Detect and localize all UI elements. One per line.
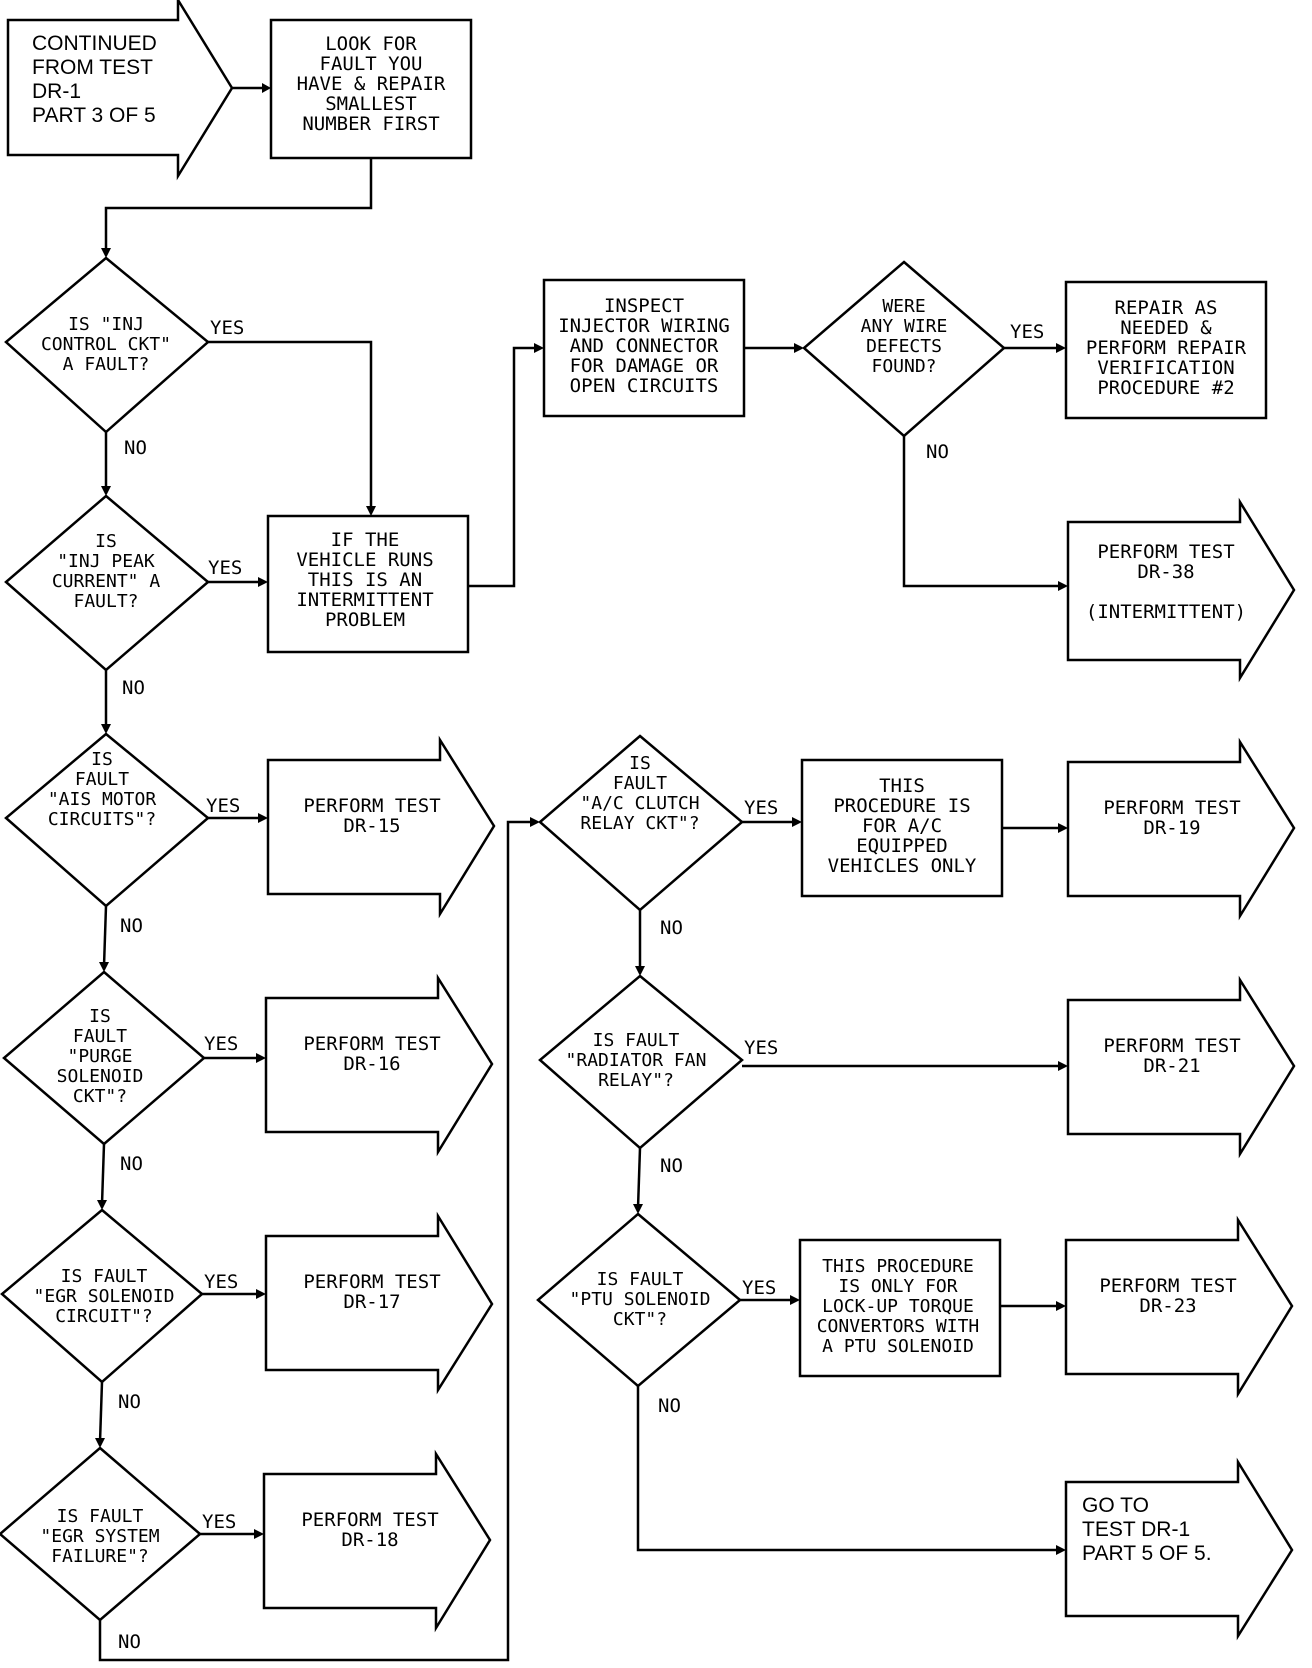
outcome-dr21 [1066, 975, 1296, 1159]
outcome-dr38 [1066, 497, 1296, 683]
no-label: NO [660, 917, 683, 939]
yes-label: YES [208, 557, 242, 579]
outcome-dr17 [264, 1211, 494, 1395]
ptu-note-box [798, 1238, 1002, 1378]
connector-lines [98, 86, 1062, 1662]
yes-label: YES [206, 795, 240, 817]
no-label: NO [124, 437, 147, 459]
yes-label: YES [744, 797, 778, 819]
no-label: NO [120, 1153, 143, 1175]
yes-label: YES [202, 1511, 236, 1533]
start-connector [6, 0, 234, 181]
yes-label: YES [210, 317, 244, 339]
ac-equipped-note-box [800, 758, 1004, 898]
yes-label: YES [204, 1271, 238, 1293]
outcome-dr19 [1066, 737, 1296, 921]
no-label: NO [658, 1395, 681, 1417]
no-label: NO [660, 1155, 683, 1177]
yes-label: YES [204, 1033, 238, 1055]
yes-label: YES [744, 1037, 778, 1059]
no-label: NO [926, 441, 949, 463]
goto-part5-connector [1064, 1457, 1294, 1641]
outcome-dr16 [264, 973, 494, 1157]
no-label: NO [118, 1631, 141, 1653]
no-label: NO [120, 915, 143, 937]
outcome-dr23 [1064, 1215, 1294, 1399]
repair-as-needed-box [1064, 280, 1268, 420]
yes-label: YES [1010, 321, 1044, 343]
no-label: NO [122, 677, 145, 699]
outcome-dr18 [262, 1449, 492, 1633]
no-label: NO [118, 1391, 141, 1413]
yes-label: YES [742, 1277, 776, 1299]
inspect-injector-box [542, 278, 746, 418]
outcome-dr15 [266, 735, 496, 919]
arrowheads [95, 83, 1068, 1555]
intermittent-problem-box [266, 514, 470, 654]
